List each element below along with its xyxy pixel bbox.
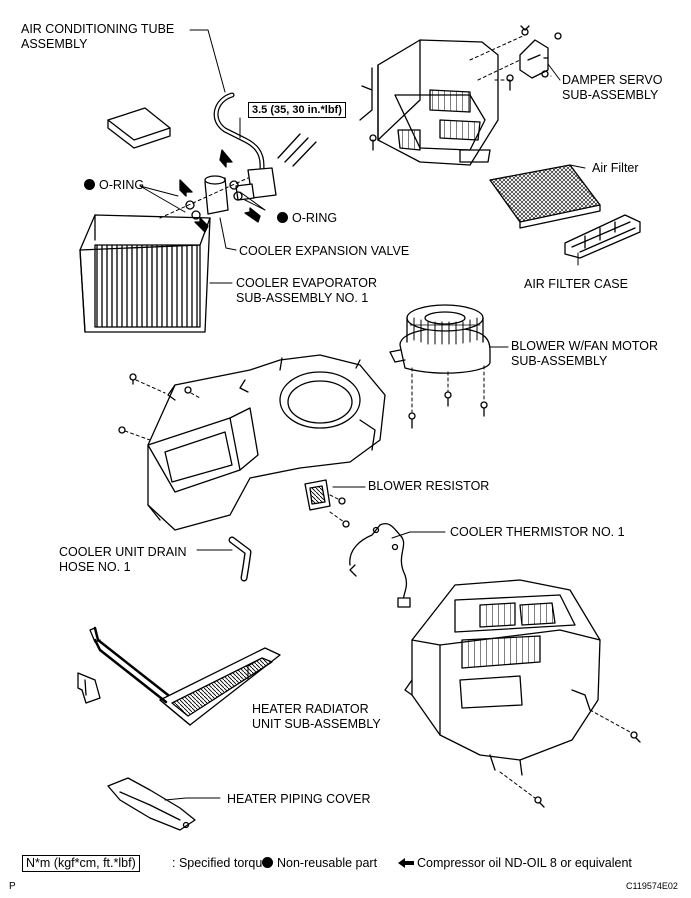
ac-tube-label-line2: ASSEMBLY [21, 37, 88, 51]
oil-arrows [179, 149, 261, 233]
heater-radiator-part [89, 626, 281, 726]
damper-servo-label-line1: DAMPER SERVO [562, 73, 663, 87]
seal-pad-part [107, 107, 171, 149]
blower-screws [408, 365, 488, 429]
pipe-clip-part [77, 672, 101, 704]
legend-oil: Compressor oil ND-OIL 8 or equivalent [398, 856, 632, 871]
oring-left-text: O-RING [99, 178, 145, 192]
expansion-valve-part [204, 175, 229, 215]
drain-hose-label: COOLER UNIT DRAIN HOSE NO. 1 [59, 545, 187, 575]
heater-radiator-label-line1: HEATER RADIATOR [252, 702, 369, 716]
drain-hose-label-line1: COOLER UNIT DRAIN [59, 545, 187, 559]
oil-arrow-icon [398, 858, 414, 868]
evaporator-label-line2: SUB-ASSEMBLY NO. 1 [236, 291, 369, 305]
figure-code: C119574E02 [626, 881, 678, 891]
legend-torque-desc: : Specified torque [172, 856, 270, 870]
expansion-valve-label: COOLER EXPANSION VALVE [239, 244, 410, 258]
lower-case-housing [404, 579, 601, 776]
evaporator-label: COOLER EVAPORATOR SUB-ASSEMBLY NO. 1 [236, 276, 377, 306]
air-filter-part [489, 164, 601, 229]
thermistor-part [349, 523, 411, 608]
ac-tube-label-line1: AIR CONDITIONING TUBE [21, 22, 175, 36]
legend-nonreusable-text: Non-reusable part [277, 856, 378, 870]
leader-lines [139, 29, 586, 801]
upper-case-housing [359, 39, 499, 166]
torque-bolts [277, 133, 317, 167]
housing-screws [118, 373, 201, 441]
footer-p-mark: P [9, 881, 16, 892]
legend-nonreusable: Non-reusable part [262, 856, 377, 871]
damper-servo-label-line2: SUB-ASSEMBLY [562, 88, 659, 102]
legend-bar: N*m (kgf*cm, ft.*lbf) : Specified torque… [0, 855, 691, 875]
oring-right-text: O-RING [292, 211, 338, 225]
air-filter-label: Air Filter [592, 161, 639, 175]
o-rings [185, 180, 243, 220]
oring-right-label: O-RING [277, 211, 337, 226]
evaporator-part [79, 214, 211, 333]
blower-motor-part [389, 304, 491, 374]
heater-piping-cover-part [107, 777, 196, 831]
ac-tube-part [213, 92, 277, 201]
heater-radiator-label-line2: UNIT SUB-ASSEMBLY [252, 717, 381, 731]
nonreusable-dot-icon [277, 212, 288, 223]
lower-case-screws [499, 709, 641, 808]
heater-piping-label: HEATER PIPING COVER [227, 792, 371, 806]
blower-resistor-part [304, 479, 350, 528]
ac-tube-label: AIR CONDITIONING TUBE ASSEMBLY [21, 22, 174, 52]
drain-hose-part [228, 536, 252, 582]
nonreusable-dot-icon [262, 857, 273, 868]
air-filter-case-part [564, 214, 641, 259]
damper-servo-label: DAMPER SERVO SUB-ASSEMBLY [562, 73, 663, 103]
torque-spec-box: 3.5 (35, 30 in.*lbf) [248, 102, 346, 118]
blower-motor-label-line2: SUB-ASSEMBLY [511, 354, 608, 368]
evaporator-label-line1: COOLER EVAPORATOR [236, 276, 378, 290]
blower-motor-label: BLOWER W/FAN MOTOR SUB-ASSEMBLY [511, 339, 658, 369]
air-filter-case-label: AIR FILTER CASE [524, 277, 628, 291]
blower-resistor-label: BLOWER RESISTOR [368, 479, 490, 493]
legend-oil-text: Compressor oil ND-OIL 8 or equivalent [417, 856, 632, 870]
legend-torque-unit: N*m (kgf*cm, ft.*lbf) [22, 855, 140, 872]
blower-motor-label-line1: BLOWER W/FAN MOTOR [511, 339, 658, 353]
drain-hose-label-line2: HOSE NO. 1 [59, 560, 131, 574]
thermistor-label: COOLER THERMISTOR NO. 1 [450, 525, 625, 539]
heater-radiator-label: HEATER RADIATOR UNIT SUB-ASSEMBLY [252, 702, 381, 732]
nonreusable-dot-icon [84, 179, 95, 190]
blower-housing [147, 354, 386, 531]
oring-left-label: O-RING [84, 178, 144, 193]
damper-servo-part [519, 39, 549, 79]
